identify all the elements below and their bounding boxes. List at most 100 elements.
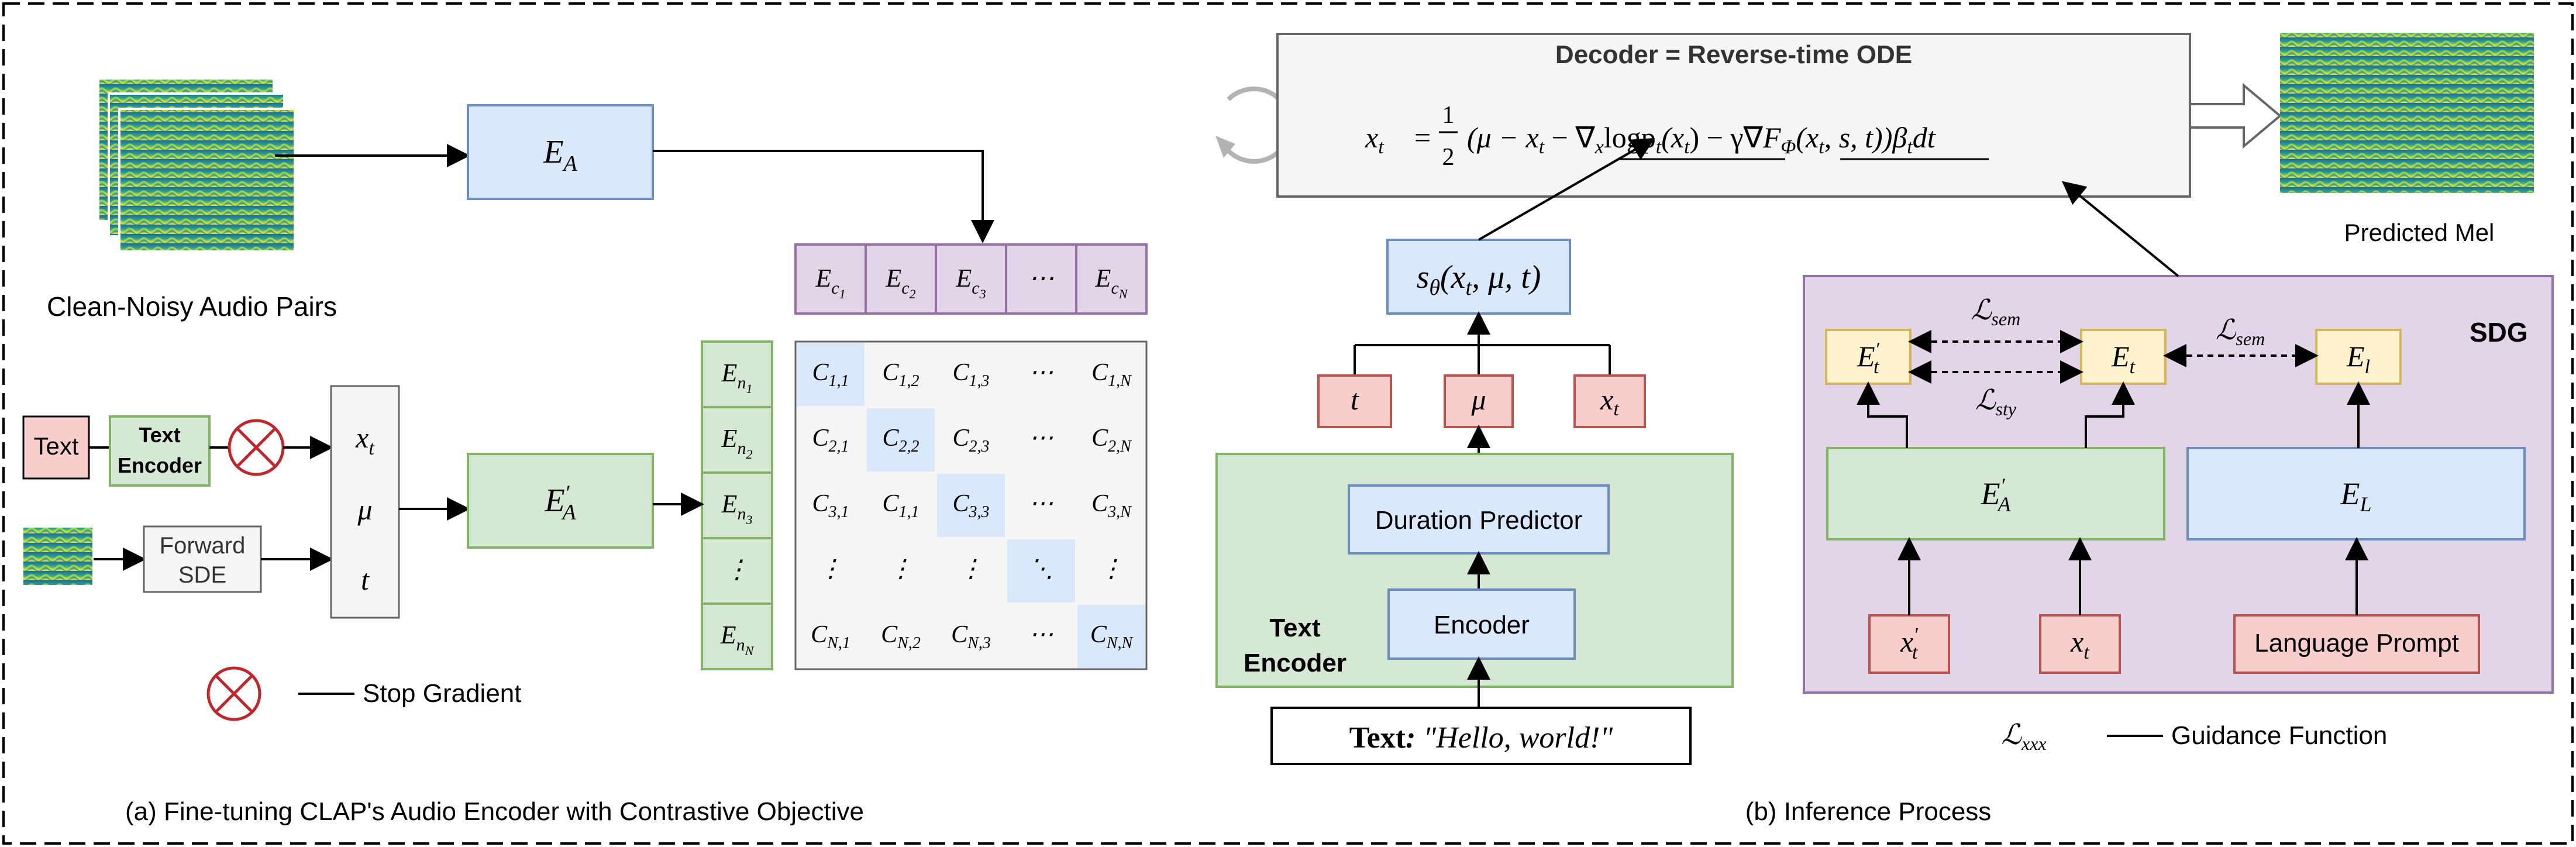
noisy-embedding-1: En1 <box>721 359 753 396</box>
matrix-cell-1-1: C1,1 <box>812 359 849 390</box>
forward-sde-line1: Forward <box>160 533 246 559</box>
text-encoder-b-line2: Encoder <box>1244 649 1346 677</box>
caption-b: (b) Inference Process <box>1745 797 1992 826</box>
matrix-cell-5-1: CN,1 <box>811 621 850 652</box>
loss-legend-symbol: ℒxxx <box>2001 719 2046 754</box>
stack-t: t <box>361 563 370 596</box>
matrix-cell-2-2: C2,2 <box>882 425 919 456</box>
stop-gradient-legend-label: Stop Gradient <box>363 679 522 708</box>
audio-pairs-label: Clean-Noisy Audio Pairs <box>47 291 337 322</box>
matrix-cell-2-3: C2,3 <box>952 425 989 456</box>
el-label: El <box>2346 340 2370 378</box>
audio-encoder-box <box>467 104 654 200</box>
svg-text:2: 2 <box>1442 144 1455 171</box>
et-prime-box <box>1825 329 1912 385</box>
input-xt-box <box>1573 374 1646 428</box>
finetuned-encoder-box <box>467 453 654 549</box>
clean-embedding-5: EcN <box>1095 264 1128 301</box>
loss-sem-2: ℒsem <box>2216 315 2265 349</box>
matrix-cell-3-5: C3,N <box>1091 490 1132 521</box>
matrix-cell-4-4: ⋱ <box>1029 556 1053 583</box>
matrix-cell-4-2: ⋮ <box>888 556 913 583</box>
matrix-diagonal-cell <box>1077 605 1145 668</box>
language-encoder-box <box>2186 447 2526 540</box>
noisy-input-stack <box>330 385 400 619</box>
language-encoder-label: EL <box>2340 476 2371 516</box>
text-input-box <box>1270 707 1692 765</box>
matrix-cell-3-1: C3,1 <box>812 490 849 521</box>
sdg-finetuned-encoder-label: E′A <box>1981 474 2012 516</box>
svg-text:=: = <box>1414 121 1431 154</box>
matrix-diagonal-cell <box>867 408 935 471</box>
svg-text:(μ − xt − ∇xlogpt(xt) − γ∇FΦ(x: (μ − xt − ∇xlogpt(xt) − γ∇FΦ(xt, s, t))β… <box>1467 121 1936 158</box>
et-prime-label: E′t <box>1857 339 1880 378</box>
encoder-box <box>1387 588 1576 660</box>
matrix-cell-1-5: C1,N <box>1091 359 1132 390</box>
output-arrow <box>2189 82 2282 149</box>
matrix-cell-3-2: C1,1 <box>882 490 919 521</box>
similarity-matrix: C1,1 C1,2 C1,3 ⋯ C1,N C2,1 C2,2 C2,3 ⋯ C2,N C3,1 C1… <box>794 340 1148 670</box>
predicted-mel-label: Predicted Mel <box>2344 219 2495 246</box>
clean-embedding-2: Ec2 <box>885 264 915 301</box>
text-encoder-box-a <box>109 415 211 487</box>
svg-text:xt: xt <box>1365 121 1385 158</box>
language-prompt-label: Language Prompt <box>2254 629 2459 657</box>
text-input-value: Text: "Hello, world!" <box>1349 721 1614 755</box>
matrix-cell-1-3: C1,3 <box>952 359 989 390</box>
stop-gradient-icon <box>228 419 285 476</box>
noisy-embedding-3: En3 <box>721 490 753 527</box>
clean-embedding-3: Ec3 <box>955 264 986 301</box>
matrix-cell-5-4: ⋯ <box>1029 621 1053 648</box>
input-mu-label: μ <box>1470 383 1486 416</box>
guidance-legend-label: Guidance Function <box>2171 721 2387 750</box>
finetuned-encoder-label: E′A <box>544 481 576 525</box>
stack-mu: μ <box>357 493 372 526</box>
forward-sde-line2: SDE <box>178 562 226 588</box>
noisy-embedding-2: En2 <box>721 424 753 462</box>
small-spectrogram <box>23 528 92 585</box>
svg-text:1: 1 <box>1442 102 1455 129</box>
noisy-embedding-4: ⋮ <box>724 555 750 584</box>
caption-a: (a) Fine-tuning CLAP's Audio Encoder wit… <box>125 797 864 826</box>
matrix-cell-2-1: C2,1 <box>812 425 849 456</box>
score-model-label: sθ(xt, μ, t) <box>1417 259 1541 300</box>
text-encoder-a-line1: Text <box>139 423 180 447</box>
panel-b: Decoder = Reverse-time ODE xt = 1 2 (μ −… <box>1215 33 2554 826</box>
matrix-cell-4-1: ⋮ <box>818 556 843 583</box>
decoder-title: Decoder = Reverse-time ODE <box>1555 40 1912 69</box>
forward-sde-box <box>143 525 262 593</box>
input-t-label: t <box>1351 383 1359 416</box>
input-mu-box <box>1444 374 1514 428</box>
matrix-cell-1-2: C1,2 <box>882 359 919 390</box>
sdg-xt-label: xt <box>2070 625 2090 663</box>
matrix-cell-4-5: ⋮ <box>1099 556 1124 583</box>
text-box-a-label: Text <box>33 432 78 460</box>
matrix-cell-5-2: CN,2 <box>881 621 921 652</box>
matrix-cell-3-4: ⋯ <box>1029 490 1053 517</box>
matrix-cell-4-3: ⋮ <box>959 556 983 583</box>
stack-xt: xt <box>355 421 375 459</box>
language-prompt-box <box>2233 614 2480 674</box>
et-label: Et <box>2111 340 2136 378</box>
input-xt-label: xt <box>1600 383 1620 420</box>
sdg-xt-prime-label: x′t <box>1900 624 1919 663</box>
duration-predictor-label: Duration Predictor <box>1375 506 1583 535</box>
matrix-cell-2-5: C2,N <box>1091 425 1132 456</box>
matrix-cell-5-5: CN,N <box>1090 621 1134 652</box>
et-box <box>2080 329 2167 385</box>
predicted-mel-image <box>2280 33 2534 193</box>
matrix-cell-5-3: CN,3 <box>951 621 991 652</box>
sdg-finetuned-encoder-box <box>1826 447 2165 540</box>
sdg-xt-box <box>2039 614 2121 674</box>
text-encoder-a-line2: Encoder <box>118 453 202 477</box>
spectrogram-stack <box>97 77 296 253</box>
text-encoder-b-line1: Text <box>1269 614 1321 642</box>
sdg-label: SDG <box>2470 317 2528 347</box>
clean-embedding-1: Ec1 <box>815 264 845 301</box>
loss-sem-1: ℒsem <box>1971 295 2020 329</box>
input-t-box <box>1317 374 1392 428</box>
sdg-xt-prime-box <box>1868 614 1950 674</box>
